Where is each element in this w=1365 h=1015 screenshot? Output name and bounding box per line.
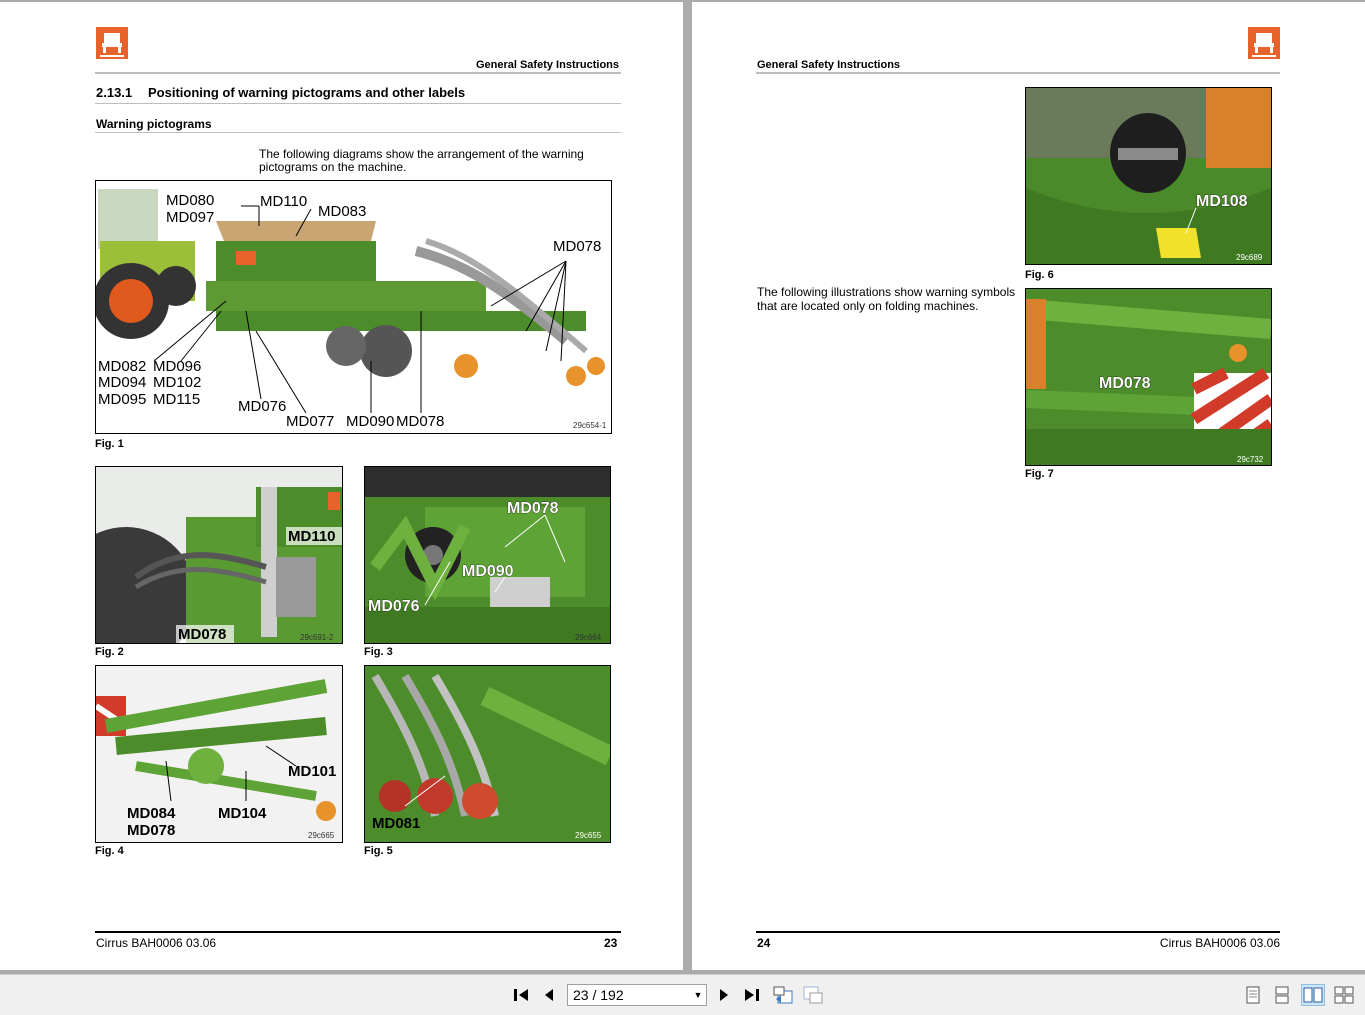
figure-code: 29c665 — [308, 831, 335, 840]
label-md077: MD077 — [286, 413, 334, 430]
page-number-field[interactable]: 23 / 192 ▼ — [567, 984, 707, 1006]
figure-1-seed-drill: MD080 MD097 MD110 MD083 MD078 MD082 MD09… — [95, 180, 612, 434]
label-md101: MD101 — [288, 763, 336, 780]
label-md090: MD090 — [462, 563, 514, 580]
label-md097: MD097 — [166, 209, 214, 226]
right-page: General Safety Instructions MD108 29c689… — [692, 2, 1365, 970]
label-md095: MD095 — [98, 391, 146, 408]
last-page-icon[interactable] — [741, 984, 763, 1006]
label-md078: MD078 — [178, 626, 226, 643]
label-md110: MD110 — [260, 193, 307, 210]
page-number: 23 — [604, 936, 618, 950]
footer-doc-id: Cirrus BAH0006 03.06 — [1159, 936, 1280, 950]
amazone-logo — [1248, 27, 1280, 59]
figure-7-caption: Fig. 7 — [1025, 468, 1054, 480]
figure-4-caption: Fig. 4 — [95, 845, 124, 857]
figure-code: 29c691-2 — [300, 633, 334, 642]
page-header: General Safety Instructions — [757, 59, 901, 71]
figure-3-photo: MD078 MD090 MD076 29c664 — [364, 466, 611, 644]
figure-7-photo: MD078 29c732 — [1025, 288, 1272, 466]
previous-view-icon[interactable] — [772, 984, 794, 1006]
figure-6-caption: Fig. 6 — [1025, 269, 1054, 281]
folding-text-line2: that are located only on folding machine… — [757, 299, 979, 313]
page-number-value: 23 / 192 — [573, 987, 624, 1003]
figure-5-caption: Fig. 5 — [364, 845, 393, 857]
label-md078-bottom: MD078 — [396, 413, 444, 430]
figure-code: 29c655 — [575, 831, 602, 840]
figure-code: 29c689 — [1236, 253, 1263, 262]
label-md096: MD096 — [153, 358, 201, 375]
folding-text-line1: The following illustrations show warning… — [757, 285, 1016, 299]
label-md082: MD082 — [98, 358, 146, 375]
viewer-toolbar: 23 / 192 ▼ — [0, 974, 1365, 1015]
label-md094: MD094 — [98, 374, 146, 391]
intro-text-line1: The following diagrams show the arrangem… — [259, 147, 584, 161]
label-md081: MD081 — [372, 815, 420, 832]
section-number: 2.13.1 — [96, 85, 133, 100]
label-md080: MD080 — [166, 192, 214, 209]
figure-code: 29c664 — [575, 633, 602, 642]
page-header: General Safety Instructions — [475, 59, 619, 71]
figure-2-caption: Fig. 2 — [95, 646, 124, 658]
chevron-down-icon[interactable]: ▼ — [693, 990, 703, 1000]
label-md084: MD084 — [127, 805, 176, 822]
facing-pages-icon[interactable] — [1301, 984, 1325, 1006]
label-md076: MD076 — [368, 598, 420, 615]
next-page-icon[interactable] — [713, 984, 735, 1006]
label-md078: MD078 — [553, 238, 601, 255]
label-md110: MD110 — [288, 528, 336, 545]
label-md083: MD083 — [318, 203, 366, 220]
label-md115: MD115 — [153, 391, 200, 408]
label-md078: MD078 — [127, 822, 175, 839]
continuous-facing-icon[interactable] — [1332, 984, 1356, 1006]
next-view-icon[interactable] — [802, 984, 824, 1006]
figure-5-photo: MD081 29c655 — [364, 665, 611, 843]
subsection-title: Warning pictograms — [96, 117, 212, 131]
figure-4-photo: MD101 MD084 MD104 MD078 29c665 — [95, 665, 343, 843]
page-number: 24 — [757, 936, 771, 950]
figure-3-caption: Fig. 3 — [364, 646, 393, 658]
section-title: Positioning of warning pictograms and ot… — [148, 85, 466, 100]
figure-1-caption: Fig. 1 — [95, 438, 124, 450]
figure-code: 29c732 — [1237, 455, 1264, 464]
left-page: General Safety Instructions 2.13.1 Posit… — [0, 2, 683, 970]
label-md108: MD108 — [1196, 193, 1248, 210]
figure-2-photo: MD110 MD078 29c691-2 — [95, 466, 343, 644]
figure-6-photo: MD108 29c689 — [1025, 87, 1272, 265]
previous-page-icon[interactable] — [538, 984, 560, 1006]
first-page-icon[interactable] — [510, 984, 532, 1006]
label-md090: MD090 — [346, 413, 394, 430]
label-md078: MD078 — [1099, 375, 1151, 392]
continuous-icon[interactable] — [1270, 984, 1294, 1006]
single-page-icon[interactable] — [1241, 984, 1265, 1006]
amazone-logo — [96, 27, 128, 59]
figure-code: 29c654-1 — [573, 421, 607, 430]
footer-doc-id: Cirrus BAH0006 03.06 — [96, 936, 217, 950]
intro-text-line2: pictograms on the machine. — [259, 160, 407, 174]
label-md078: MD078 — [507, 500, 559, 517]
label-md076: MD076 — [238, 398, 286, 415]
label-md102: MD102 — [153, 374, 201, 391]
label-md104: MD104 — [218, 805, 267, 822]
